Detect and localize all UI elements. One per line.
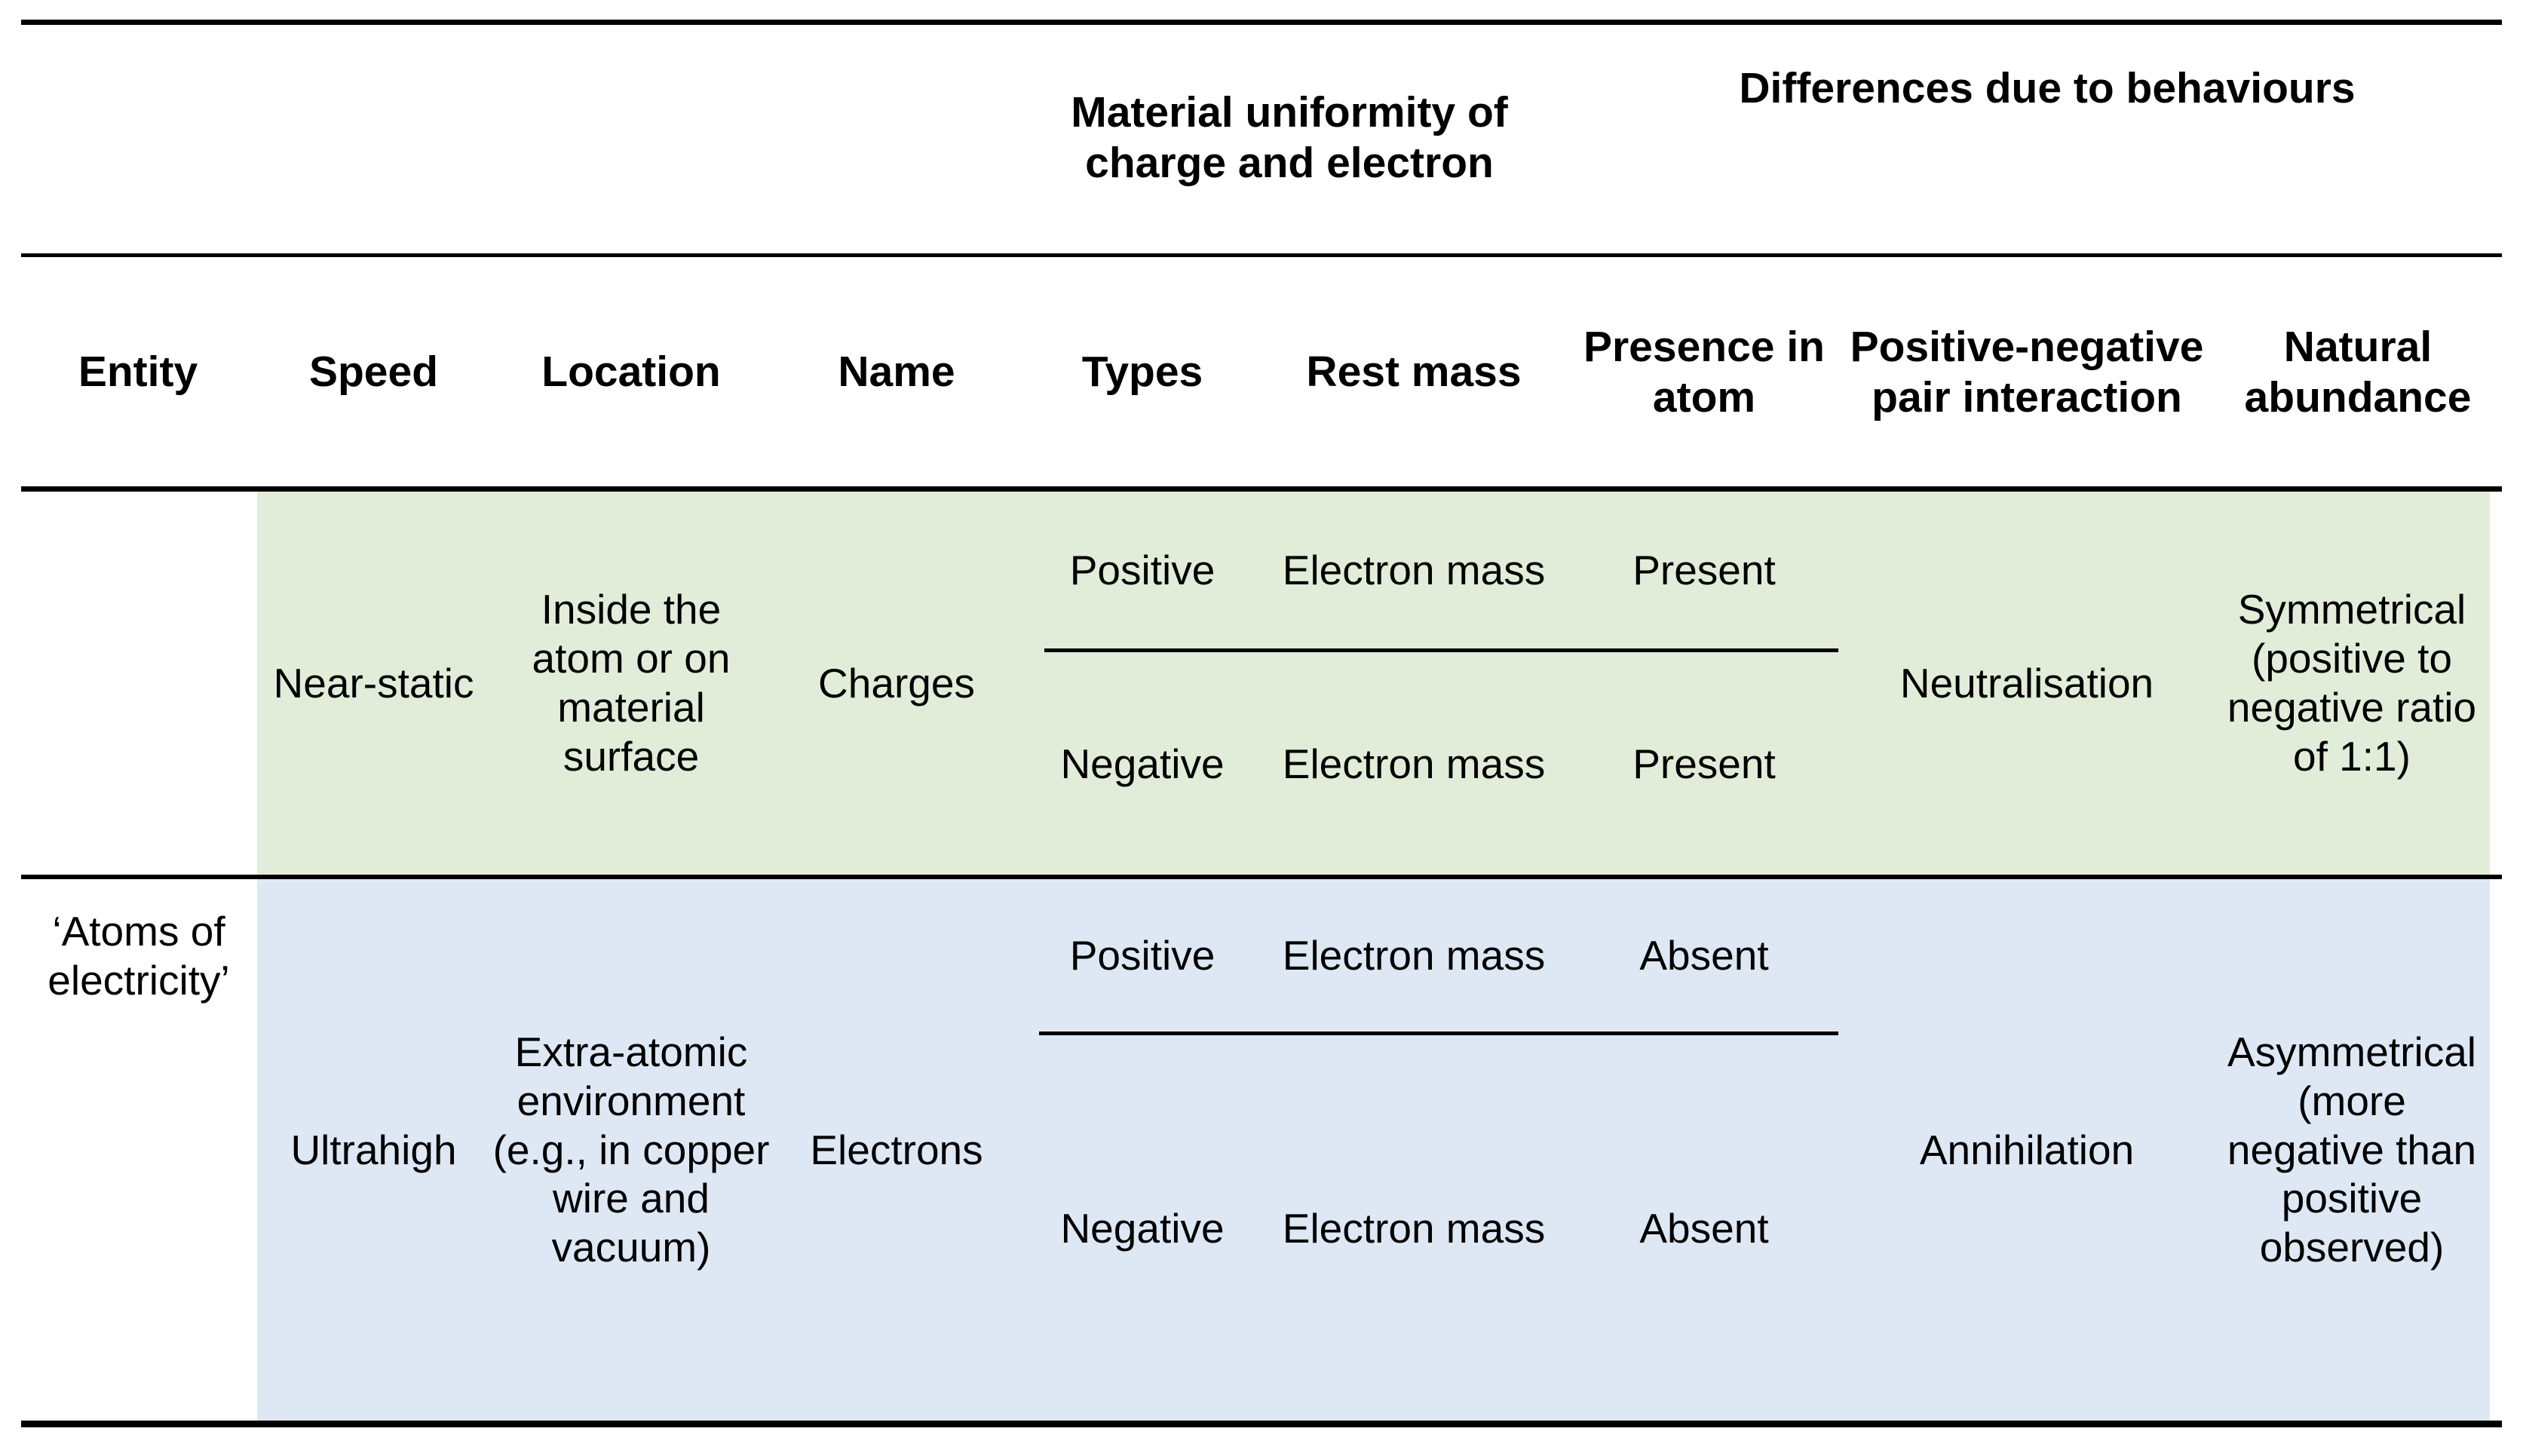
group-header-material-uniformity: Material uniformity of charge and electr… [1071,87,1508,187]
column-header-types: Types [1081,348,1203,397]
top-rule [21,20,2502,25]
cell-blue-abundance: Asymmetrical (more negative than positiv… [2227,1028,2477,1271]
cell-blue-sub1-presence: Absent [1639,931,1769,979]
cell-green-name: Charges [818,659,975,707]
cell-green-pair-interaction: Neutralisation [1899,659,2154,707]
cell-entity: ‘Atoms of electricity’ [48,908,230,1004]
cell-green-speed: Near-static [273,659,474,707]
column-header-natural-abundance: Natural abundance [2244,322,2472,421]
cell-green-sub1-rest-mass: Electron mass [1282,546,1546,593]
cell-green-location: Inside the atom or on material surface [532,586,731,780]
column-header-name: Name [838,348,955,397]
bottom-rule [21,1421,2502,1427]
cell-blue-sub1-types: Positive [1069,931,1216,979]
cell-blue-sub2-types: Negative [1060,1204,1225,1252]
cell-blue-name: Electrons [810,1126,983,1173]
cell-green-sub2-types: Negative [1060,740,1225,787]
green-row-band [257,492,2490,875]
cell-blue-speed: Ultrahigh [290,1126,457,1173]
column-header-location: Location [541,348,721,397]
cell-blue-sub1-rest-mass: Electron mass [1282,931,1546,979]
cell-green-sub1-types: Positive [1069,546,1216,593]
group-header-rule [21,253,2502,257]
column-header-presence-in-atom: Presence in atom [1583,322,1825,421]
cell-green-sub1-presence: Present [1632,546,1776,593]
column-header-rule [21,486,2502,492]
green-subrow-divider [1044,648,1838,652]
blue-subrow-divider [1039,1031,1838,1035]
blue-row-band [257,879,2490,1421]
cell-blue-location: Extra-atomic environment (e.g., in coppe… [492,1028,770,1271]
cell-green-sub2-rest-mass: Electron mass [1282,740,1546,787]
column-header-pair-interaction: Positive-negative pair interaction [1850,322,2204,421]
cell-green-abundance: Symmetrical (positive to negative ratio … [2227,586,2477,780]
cell-green-sub2-presence: Present [1632,740,1776,787]
row-separator-rule [21,875,2502,879]
cell-blue-pair-interaction: Annihilation [1919,1126,2135,1173]
cell-blue-sub2-presence: Absent [1639,1204,1769,1252]
column-header-entity: Entity [78,348,198,397]
cell-blue-sub2-rest-mass: Electron mass [1282,1204,1546,1252]
column-header-rest-mass: Rest mass [1306,348,1522,397]
column-header-speed: Speed [308,348,439,397]
group-header-differences: Differences due to behaviours [1739,64,2356,113]
